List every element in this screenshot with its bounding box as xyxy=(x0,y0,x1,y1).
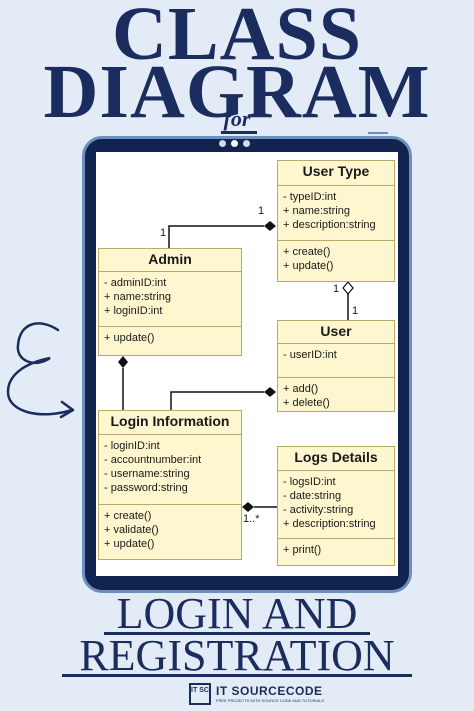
method: + print() xyxy=(283,544,322,556)
methods-section: + print() xyxy=(278,539,394,561)
brand-tagline: FREE PROJECTS WITH SOURCE CODE AND TUTOR… xyxy=(216,698,325,703)
attribute: + loginID:int xyxy=(104,305,163,317)
class-logs-details: Logs Details - logsID:int - date:string … xyxy=(277,446,395,566)
footer-line-1: LOGIN AND xyxy=(116,589,358,638)
attributes-section: - typeID:int + name:string + description… xyxy=(278,186,394,241)
method: + add() xyxy=(283,383,319,395)
methods-section: + add() + delete() xyxy=(278,378,394,414)
attribute: - userID:int xyxy=(283,349,337,361)
composition-diamond xyxy=(264,387,276,397)
multiplicity-label: 1 xyxy=(258,205,265,217)
methods-section: + create() + update() xyxy=(278,241,394,277)
attribute: - typeID:int xyxy=(283,191,337,203)
attribute: - accountnumber:int xyxy=(104,454,202,466)
multiplicity-label: 1 xyxy=(160,227,167,239)
class-name: Login Information xyxy=(99,411,241,435)
attribute: + description:string xyxy=(283,219,376,231)
attribute: - username:string xyxy=(104,468,190,480)
class-name: Logs Details xyxy=(278,447,394,471)
attributes-section: - adminID:int + name:string + loginID:in… xyxy=(99,272,241,327)
attribute: + name:string xyxy=(104,291,171,303)
method: + update() xyxy=(104,332,155,344)
class-name: User xyxy=(278,321,394,344)
attributes-section: - loginID:int - accountnumber:int - user… xyxy=(99,435,241,505)
method: + create() xyxy=(104,510,152,522)
class-name: User Type xyxy=(278,161,394,186)
method: + update() xyxy=(104,538,155,550)
class-admin: Admin - adminID:int + name:string + logi… xyxy=(98,248,242,356)
attribute: - activity:string xyxy=(283,504,354,516)
composition-diamond xyxy=(118,356,128,368)
method: + delete() xyxy=(283,397,330,409)
association-admin-usertype xyxy=(168,225,264,248)
title-line-1: CLASS xyxy=(112,0,362,76)
footer-underline xyxy=(104,632,370,635)
aggregation-diamond xyxy=(342,281,354,295)
association-user-login xyxy=(170,391,264,410)
attribute: + description:string xyxy=(283,518,376,530)
attributes-section: - logsID:int - date:string - activity:st… xyxy=(278,471,394,539)
attribute: + name:string xyxy=(283,205,350,217)
title-for: for xyxy=(223,106,251,131)
multiplicity-label: 1 xyxy=(352,305,359,317)
attributes-section: - userID:int xyxy=(278,344,394,378)
class-user-type: User Type - typeID:int + name:string + d… xyxy=(277,160,395,282)
for-underline xyxy=(221,131,257,134)
camera-dot xyxy=(243,140,250,147)
multiplicity-label: 1..* xyxy=(243,513,260,525)
tablet-button xyxy=(368,132,388,134)
method: + validate() xyxy=(104,524,159,536)
class-user: User - userID:int + add() + delete() xyxy=(277,320,395,412)
method: + create() xyxy=(283,246,331,258)
attribute: - password:string xyxy=(104,482,188,494)
attribute: - adminID:int xyxy=(104,277,167,289)
multiplicity-label: 1 xyxy=(333,283,340,295)
footer-line-2: REGISTRATION xyxy=(79,631,395,680)
brand-logo: IT SC xyxy=(189,683,211,705)
footer-underline xyxy=(62,674,412,677)
brand-name: IT SOURCECODE xyxy=(216,684,323,698)
attribute: - logsID:int xyxy=(283,476,336,488)
class-name: Admin xyxy=(99,249,241,272)
attribute: - date:string xyxy=(283,490,342,502)
method: + update() xyxy=(283,260,334,272)
camera-dot xyxy=(219,140,226,147)
composition-diamond xyxy=(264,221,276,231)
methods-section: + create() + validate() + update() xyxy=(99,505,241,555)
methods-section: + update() xyxy=(99,327,241,349)
attribute: - loginID:int xyxy=(104,440,160,452)
class-login-information: Login Information - loginID:int - accoun… xyxy=(98,410,242,560)
composition-diamond xyxy=(242,502,254,512)
camera-dot xyxy=(231,140,238,147)
title-line-2: DIAGRAM xyxy=(43,50,431,134)
